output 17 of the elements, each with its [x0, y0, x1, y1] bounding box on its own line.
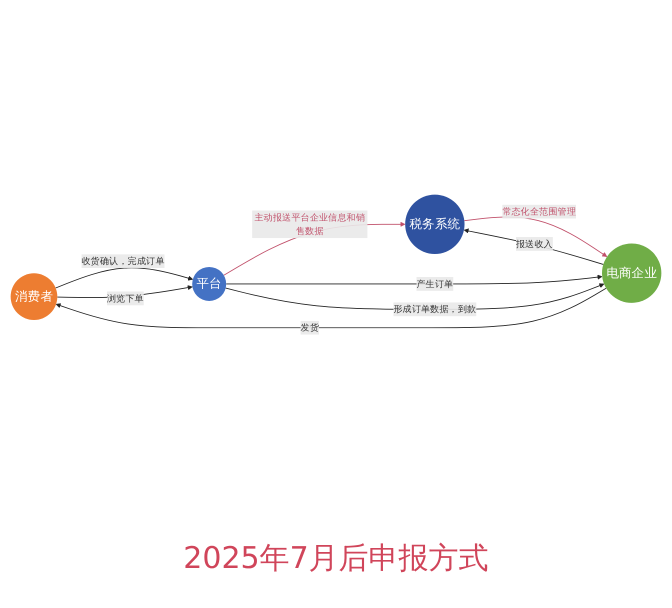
edge-label: 收货确认，完成订单: [82, 256, 165, 267]
node-circle: 消费者: [10, 274, 58, 320]
arrow: [226, 274, 602, 285]
node-circle: 税务系统: [405, 194, 465, 254]
edge-label: 形成订单数据，到款: [393, 304, 476, 315]
edge-label: 产生订单: [416, 278, 454, 290]
arrow: [56, 288, 607, 329]
edge-label: 常态化全范围管理: [502, 206, 576, 218]
edge-label: 主动报送平台企业信息和销售数据: [254, 212, 366, 237]
edge-label: 发货: [300, 322, 319, 334]
arrow: [464, 216, 608, 258]
edge-label: 浏览下单: [106, 292, 144, 304]
arrow: [464, 228, 604, 266]
caption: 2025年7月后申报方式: [183, 540, 489, 578]
node-circle: 平台: [192, 267, 226, 302]
edge-label: 报送收入: [516, 238, 553, 250]
node-circle: 电商企业: [602, 244, 662, 304]
